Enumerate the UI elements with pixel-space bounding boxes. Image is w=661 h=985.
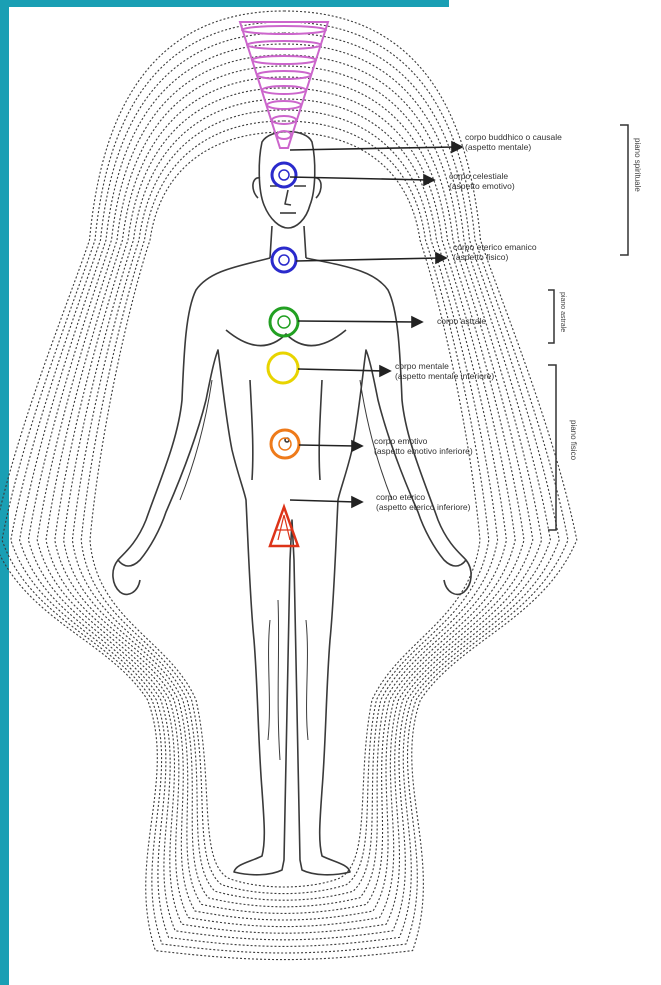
crown-spiral-cone bbox=[240, 22, 328, 148]
arrow-7-head bbox=[352, 497, 362, 507]
label-astral-body: corpo astrale bbox=[437, 316, 486, 326]
sacral-chakra-ring bbox=[271, 430, 299, 458]
crown-spiral-turn bbox=[272, 116, 296, 124]
label-celestial-body: corpo celestiale (aspetto emotivo) bbox=[449, 171, 515, 191]
plane-label-astral: piano astrale bbox=[559, 292, 566, 332]
label-celestial-line2: (aspetto emotivo) bbox=[449, 181, 515, 191]
label-celestial-line1: corpo celestiale bbox=[449, 171, 515, 181]
heart-chakra-ring bbox=[270, 308, 298, 336]
label-etheric-template-line2: (aspetto fisico) bbox=[453, 252, 537, 262]
arrow-2 bbox=[290, 177, 428, 180]
arrow-6-head bbox=[352, 441, 362, 451]
label-mental-line1: corpo mentale bbox=[395, 361, 494, 371]
aura-contours bbox=[0, 11, 577, 960]
label-causal-body: corpo buddhico o causale (aspetto mental… bbox=[465, 132, 562, 152]
heart-chakra-center bbox=[278, 316, 290, 328]
throat-chakra-center bbox=[279, 255, 289, 265]
nose bbox=[285, 190, 291, 205]
brow-chakra-center bbox=[279, 170, 289, 180]
crown-spiral-turn bbox=[257, 71, 311, 79]
label-etheric-template-line1: corpo eterico emanico bbox=[453, 242, 537, 252]
root-chakra-lines bbox=[276, 515, 292, 540]
plane-label-spiritual: piano spirituale bbox=[633, 138, 642, 192]
label-etheric-line1: corpo eterico bbox=[376, 492, 471, 502]
label-etheric-line2: (aspetto eterico inferiore) bbox=[376, 502, 471, 512]
crown-spiral-turn bbox=[267, 101, 301, 109]
label-causal-line1: corpo buddhico o causale bbox=[465, 132, 562, 142]
brow-chakra-ring bbox=[272, 163, 296, 187]
arrow-1 bbox=[290, 147, 456, 150]
crown-spiral-turn bbox=[262, 86, 306, 94]
arrow-7 bbox=[290, 500, 356, 502]
arrow-5-head bbox=[380, 366, 390, 376]
bracket-spiritual bbox=[620, 125, 628, 255]
chest-line bbox=[226, 330, 346, 346]
label-mental-body: corpo mentale (aspetto mentale inferiore… bbox=[395, 361, 494, 381]
arrow-3 bbox=[296, 258, 440, 261]
arrow-4-head bbox=[412, 317, 422, 327]
aura-contour bbox=[0, 11, 577, 960]
arrow-6 bbox=[299, 445, 356, 446]
crown-spiral-turn bbox=[252, 56, 316, 64]
label-etheric-body: corpo eterico (aspetto eterico inferiore… bbox=[376, 492, 471, 512]
label-emotional-line2: (aspetto emotivo inferiore) bbox=[374, 446, 473, 456]
arrow-4 bbox=[298, 321, 416, 322]
label-causal-line2: (aspetto mentale) bbox=[465, 142, 562, 152]
label-etheric-template-body: corpo eterico emanico (aspetto fisico) bbox=[453, 242, 537, 262]
label-emotional-body: corpo emotivo (aspetto emotivo inferiore… bbox=[374, 436, 473, 456]
label-mental-line2: (aspetto mentale inferiore) bbox=[395, 371, 494, 381]
plane-label-physical: piano fisico bbox=[569, 420, 578, 460]
label-emotional-line1: corpo emotivo bbox=[374, 436, 473, 446]
throat-chakra-ring bbox=[272, 248, 296, 272]
label-astral-line1: corpo astrale bbox=[437, 316, 486, 326]
bracket-astral bbox=[548, 290, 554, 343]
solar-chakra-ring bbox=[268, 353, 298, 383]
